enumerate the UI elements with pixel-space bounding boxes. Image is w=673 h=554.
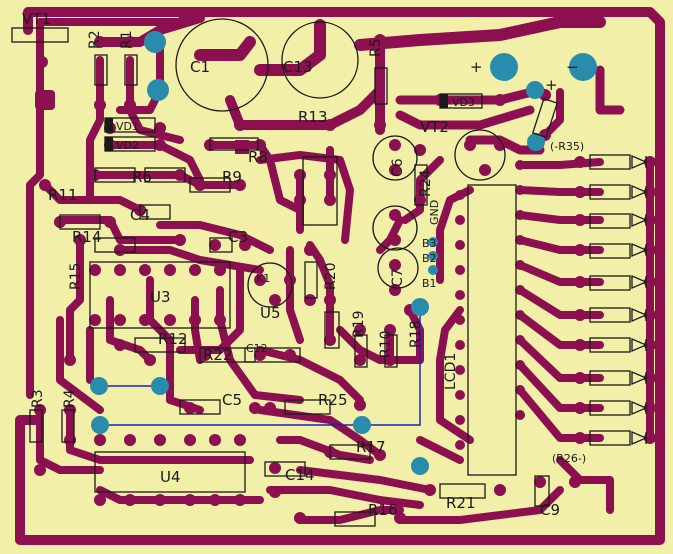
label-r21: R21	[446, 494, 476, 512]
label-r18: R18	[408, 320, 424, 348]
label-vd3: VD3	[452, 96, 475, 109]
label-plus-1: +	[470, 58, 483, 76]
label-r4: R4	[62, 389, 78, 408]
label-r9: R9	[222, 168, 242, 186]
label-r22: R22	[203, 346, 233, 364]
label-u4: U4	[160, 468, 181, 486]
label-u5: U5	[260, 304, 281, 322]
label-gnd: GND	[428, 200, 441, 225]
solder-pads	[34, 34, 656, 524]
label-r14: R14	[72, 228, 102, 246]
label-c13: C13	[283, 58, 313, 76]
label-r12: R12	[158, 330, 188, 348]
silkscreen	[11, 18, 631, 527]
label-c7: C7	[390, 268, 406, 287]
label-c4: C4	[130, 206, 150, 224]
label-c6: C6	[390, 158, 406, 177]
label-r10: R10	[378, 330, 394, 358]
diode-bodies	[105, 94, 448, 151]
label-vt2: VT2	[420, 118, 449, 136]
label-r16: R16	[368, 501, 398, 519]
label-r25: R25	[318, 391, 348, 409]
label-c12: C12	[246, 342, 268, 355]
label-r6: R6	[132, 168, 152, 186]
label-r15: R15	[68, 262, 84, 290]
label-vt1: VT1	[22, 10, 51, 28]
label-r17: R17	[356, 438, 386, 456]
label-c9: C9	[540, 501, 560, 519]
label-c1: C1	[190, 58, 210, 76]
label-b1: B1	[422, 277, 437, 290]
label-vd1: VD1	[116, 120, 139, 133]
label-c14: C14	[285, 466, 315, 484]
label-b3: B3	[422, 237, 437, 250]
label-r3: R3	[30, 389, 46, 408]
component-labels: VT1 R2 R1 C1 C13 R5 VD1 VD2 R13 VD3 VT2 …	[22, 10, 586, 519]
label-r35: (-R35)	[550, 140, 584, 153]
label-c5: C5	[222, 391, 242, 409]
label-r11: R11	[48, 186, 78, 204]
label-u3: U3	[150, 288, 171, 306]
label-r19: R19	[351, 310, 367, 338]
vias	[90, 31, 597, 475]
led-array	[631, 155, 648, 445]
label-r1: R1	[119, 30, 135, 49]
label-r2: R2	[87, 30, 103, 49]
label-r13: R13	[298, 108, 328, 126]
label-k1: K1	[256, 272, 270, 285]
label-lcd: LCD1	[443, 353, 459, 390]
label-r20: R20	[323, 262, 339, 290]
label-r5: R5	[368, 38, 384, 57]
label-r26: (R26-)	[552, 452, 586, 465]
label-b2: B2	[422, 252, 437, 265]
label-r24: R24	[418, 169, 434, 197]
label-r8: R8	[248, 148, 268, 166]
label-plus-2: +	[545, 76, 558, 94]
jumper-wires	[100, 310, 421, 426]
label-c3: C3	[228, 228, 248, 246]
label-minus-1: −	[566, 58, 579, 76]
label-vd2: VD2	[116, 139, 139, 152]
